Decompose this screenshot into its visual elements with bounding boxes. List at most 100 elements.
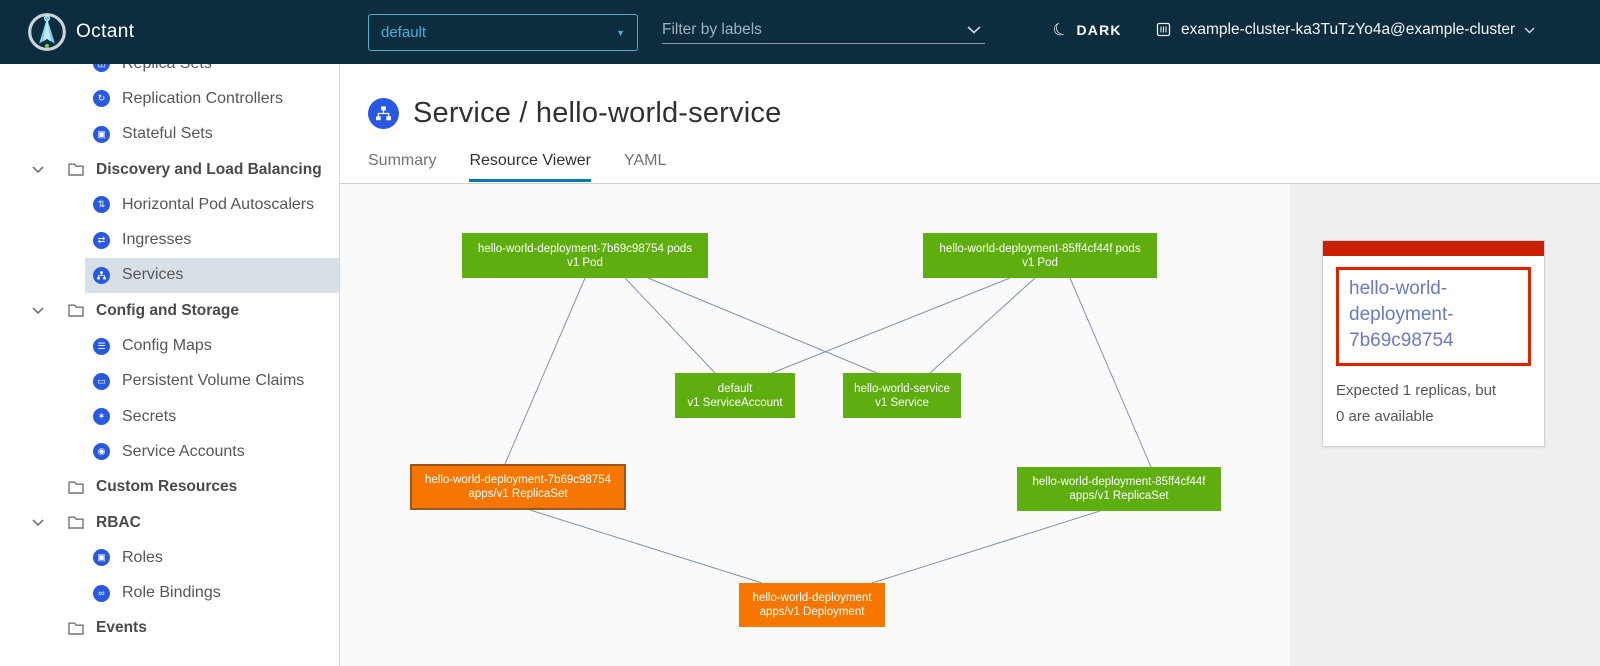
sidebar-item-replication-controllers[interactable]: ↻ Replication Controllers [85, 81, 339, 116]
sidebar-item-label: Services [122, 266, 184, 284]
sidebar-item-label: Stateful Sets [122, 125, 213, 143]
sidebar-item-label: Custom Resources [96, 478, 238, 496]
tab-resource-viewer[interactable]: Resource Viewer [469, 152, 591, 182]
chevron-down-icon[interactable] [32, 519, 44, 526]
secret-icon: ✶ [93, 408, 110, 426]
sidebar-item-service-accounts[interactable]: ◉ Service Accounts [85, 434, 339, 469]
navigation-sidebar: ◫ Replica Sets ↻ Replication Controllers ▣ St… [0, 64, 340, 666]
serviceaccount-icon: ◉ [93, 443, 110, 461]
sidebar-item-horizontal-pod-autoscalers[interactable]: ⇅ Horizontal Pod Autoscalers [85, 187, 339, 222]
folder-icon [68, 622, 84, 635]
service-icon [93, 266, 110, 284]
tab-bar: Summary Resource Viewer YAML [368, 152, 666, 182]
page-title: Service / hello-world-service [413, 97, 782, 129]
sidebar-item-label: Ingresses [122, 231, 192, 249]
graph-edges [504, 277, 1152, 584]
replication-controller-icon: ↻ [93, 90, 110, 108]
replicaset-icon: ◫ [93, 64, 110, 73]
tab-yaml[interactable]: YAML [624, 152, 667, 169]
sidebar-item-events[interactable]: Events [0, 611, 339, 646]
cluster-context-label: example-cluster-ka3TuTzYo4a@example-clus… [1181, 21, 1516, 38]
folder-icon [68, 516, 84, 529]
sidebar-item-secrets[interactable]: ✶ Secrets [85, 399, 339, 434]
folder-icon [68, 481, 84, 494]
graph-edge [529, 509, 763, 584]
chevron-down-icon[interactable] [967, 21, 981, 39]
service-icon [368, 98, 399, 129]
folder-icon [68, 304, 84, 317]
chevron-down-icon [1524, 27, 1535, 33]
sidebar-item-ingresses[interactable]: ⇄ Ingresses [85, 222, 339, 257]
sidebar-item-label: Replication Controllers [122, 89, 283, 107]
resource-status-card: hello-world-deployment-7b69c98754 Expect… [1322, 240, 1545, 448]
folder-icon [68, 163, 84, 176]
sidebar-item-label: Events [96, 619, 147, 637]
caret-down-icon: ▼ [616, 27, 625, 38]
sidebar-item-label: Horizontal Pod Autoscalers [122, 195, 315, 213]
sidebar-item-role-bindings[interactable]: ∞ Role Bindings [85, 575, 339, 610]
sidebar-item-rbac[interactable]: RBAC [0, 505, 339, 540]
namespace-dropdown[interactable]: default ▼ [368, 14, 638, 51]
sidebar-item-label: Discovery and Load Balancing [96, 160, 322, 178]
role-icon: ▣ [93, 549, 110, 567]
statefulset-icon: ▣ [93, 125, 110, 143]
sidebar-item-label: Roles [122, 548, 163, 566]
detail-panel: hello-world-deployment-7b69c98754 Expect… [1290, 184, 1600, 666]
configmap-icon: ☰ [93, 337, 110, 355]
cluster-icon [1156, 22, 1171, 37]
theme-toggle-button[interactable]: ☾ DARK [1049, 17, 1122, 42]
sidebar-item-label: Replica Sets [122, 64, 212, 73]
label-filter [662, 16, 985, 48]
sidebar-item-label: Secrets [122, 407, 177, 425]
sidebar-item-label: Service Accounts [122, 442, 245, 460]
sidebar-item-label: RBAC [96, 513, 141, 531]
page-header: Service / hello-world-service [368, 97, 781, 130]
sidebar-item-roles[interactable]: ▣ Roles [85, 540, 339, 575]
cluster-context-selector[interactable]: example-cluster-ka3TuTzYo4a@example-clus… [1155, 21, 1535, 39]
graph-edge [624, 277, 716, 374]
app-title: Octant [76, 21, 135, 42]
sidebar-item-label: Role Bindings [122, 584, 221, 602]
tab-summary[interactable]: Summary [368, 152, 437, 169]
sidebar-item-config-and-storage[interactable]: Config and Storage [0, 293, 339, 328]
sidebar-item-config-maps[interactable]: ☰ Config Maps [85, 328, 339, 363]
rolebinding-icon: ∞ [93, 584, 110, 602]
moon-icon: ☾ [1049, 17, 1073, 42]
theme-toggle-label: DARK [1076, 22, 1122, 38]
graph-edge [647, 277, 878, 374]
resource-link[interactable]: hello-world-deployment-7b69c98754 [1336, 267, 1531, 366]
sidebar-item-persistent-volume-claims[interactable]: ▭ Persistent Volume Claims [85, 364, 339, 399]
chevron-down-icon[interactable] [32, 307, 44, 315]
graph-edge [871, 510, 1101, 584]
sidebar-item-custom-resources[interactable]: Custom Resources [0, 470, 339, 505]
sidebar-item-services[interactable]: Services [85, 257, 339, 294]
sidebar-item-label: Persistent Volume Claims [122, 372, 305, 390]
namespace-dropdown-value: default [381, 24, 427, 41]
top-navbar: Octant default ▼ ☾ DARK example-cluster-… [0, 0, 1600, 64]
octant-logo-icon[interactable] [26, 11, 68, 53]
status-message: Expected 1 replicas, but 0 are available [1336, 381, 1497, 425]
chevron-down-icon[interactable] [32, 166, 44, 174]
sidebar-item-discovery-and-load-balancing[interactable]: Discovery and Load Balancing [0, 152, 339, 187]
graph-edge [504, 277, 586, 465]
hpa-icon: ⇅ [93, 196, 110, 214]
pvc-icon: ▭ [93, 372, 110, 390]
sidebar-item-stateful-sets[interactable]: ▣ Stateful Sets [85, 117, 339, 152]
sidebar-item-replica-sets[interactable]: ◫ Replica Sets [85, 64, 339, 81]
status-bar-red [1323, 241, 1544, 256]
label-filter-input[interactable] [662, 16, 985, 44]
sidebar-item-label: Config Maps [122, 337, 212, 355]
ingress-icon: ⇄ [93, 231, 110, 249]
tab-divider [340, 183, 1600, 184]
graph-edge [1069, 277, 1152, 468]
graph-edge [929, 277, 1036, 374]
